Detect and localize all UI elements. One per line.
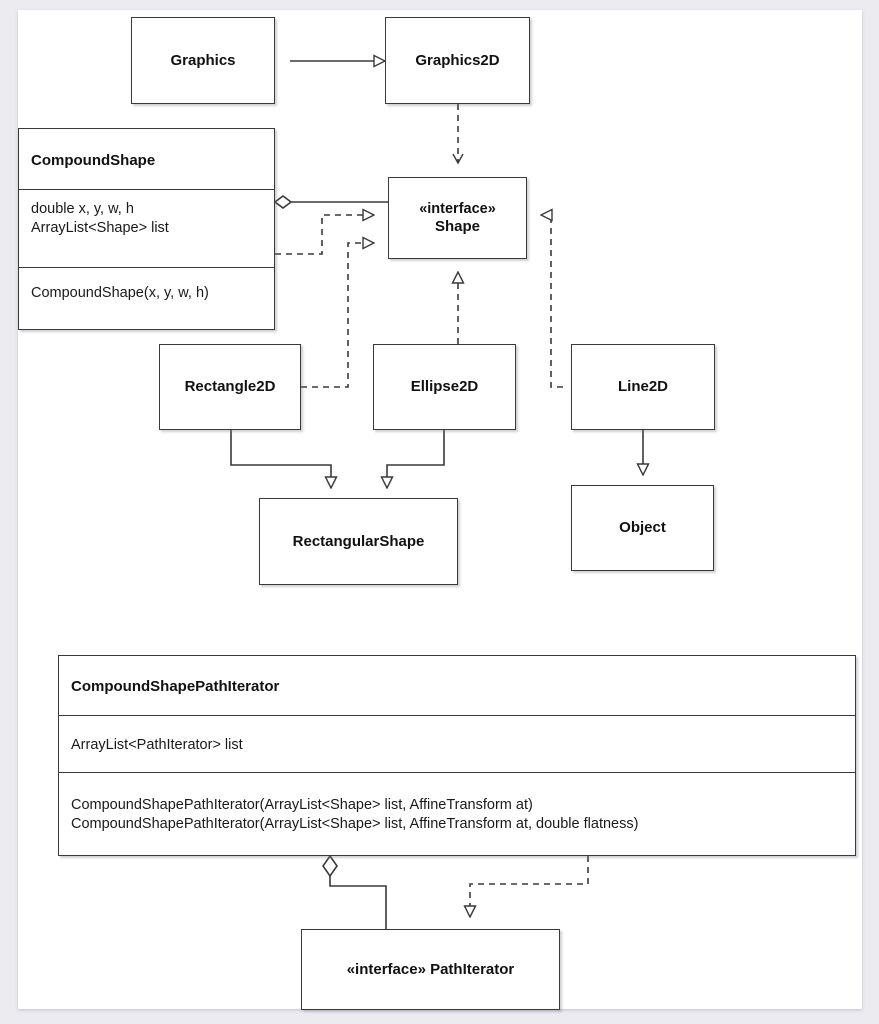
class-name-path-iterator: «interface» PathIterator — [346, 960, 515, 978]
class-box-rectangular-shape[interactable]: RectangularShape — [259, 498, 458, 585]
attribute-row: double x, y, w, h — [31, 201, 134, 217]
cspi-title-section: CompoundShapePathIterator — [59, 656, 855, 715]
class-name-graphics: Graphics — [170, 51, 236, 69]
compound-shape-attributes-section: double x, y, w, h ArrayList<Shape> list — [19, 189, 274, 267]
class-box-line2d[interactable]: Line2D — [571, 344, 715, 430]
class-box-path-iterator[interactable]: «interface» PathIterator — [301, 929, 560, 1010]
class-name-compound-shape: CompoundShape — [31, 151, 156, 169]
class-box-compound-shape-path-iterator[interactable]: CompoundShapePathIterator ArrayList<Path… — [58, 655, 856, 856]
operation-row: CompoundShapePathIterator(ArrayList<Shap… — [71, 797, 533, 814]
class-name-ellipse2d: Ellipse2D — [410, 378, 479, 396]
class-box-object[interactable]: Object — [571, 485, 714, 571]
operation-row: CompoundShape(x, y, w, h) — [31, 285, 209, 301]
class-name-shape: Shape — [434, 217, 480, 235]
class-name-graphics2d: Graphics2D — [415, 51, 500, 69]
compound-shape-operations-section: CompoundShape(x, y, w, h) — [19, 267, 274, 329]
class-name-compound-shape-path-iterator: CompoundShapePathIterator — [71, 678, 280, 695]
class-box-compound-shape[interactable]: CompoundShape double x, y, w, h ArrayLis… — [18, 128, 275, 330]
class-name-object: Object — [619, 519, 666, 537]
cspi-attributes-section: ArrayList<PathIterator> list — [59, 715, 855, 772]
operation-row: CompoundShapePathIterator(ArrayList<Shap… — [71, 816, 639, 832]
class-stereotype-shape: «interface» — [419, 201, 496, 218]
class-box-graphics2d[interactable]: Graphics2D — [385, 17, 530, 104]
attribute-row: ArrayList<PathIterator> list — [71, 736, 243, 753]
class-box-shape[interactable]: «interface» Shape — [388, 177, 527, 259]
cspi-operations-section: CompoundShapePathIterator(ArrayList<Shap… — [59, 772, 855, 855]
class-name-rectangle2d: Rectangle2D — [184, 378, 276, 396]
class-box-rectangle2d[interactable]: Rectangle2D — [159, 344, 301, 430]
class-box-graphics[interactable]: Graphics — [131, 17, 275, 104]
class-name-line2d: Line2D — [617, 378, 668, 396]
compound-shape-title-section: CompoundShape — [19, 129, 274, 189]
class-name-rectangular-shape: RectangularShape — [292, 532, 425, 550]
class-box-ellipse2d[interactable]: Ellipse2D — [373, 344, 516, 430]
attribute-row: ArrayList<Shape> list — [31, 219, 169, 236]
